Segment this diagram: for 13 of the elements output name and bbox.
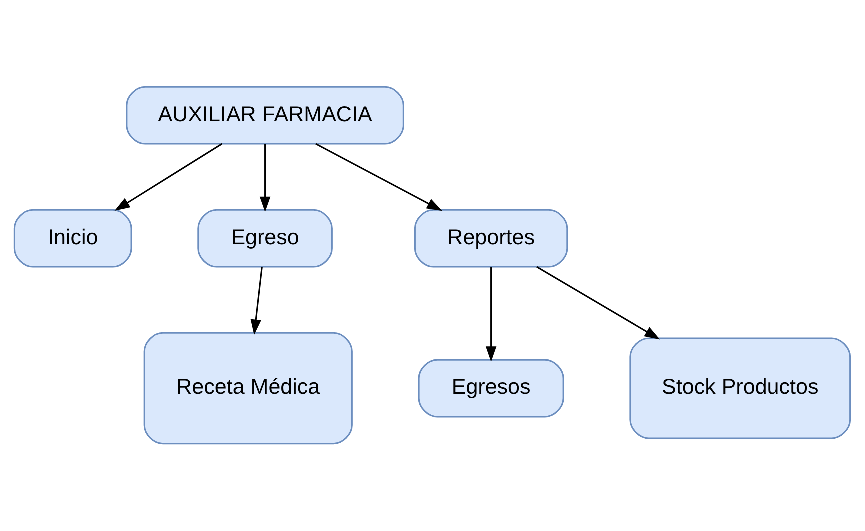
arrow (486, 267, 497, 362)
node-box: Inicio (14, 209, 132, 268)
node-box: Stock Productos (630, 338, 852, 440)
arrow (260, 144, 271, 212)
node-box: AUXILIAR FARMACIA (126, 86, 404, 145)
arrow (114, 143, 223, 212)
arrow (250, 266, 263, 336)
arrow (536, 266, 660, 340)
node-box: Egresos (418, 359, 564, 418)
node-box: Receta Médica (144, 332, 353, 445)
node-box: Reportes (414, 209, 568, 268)
arrow (316, 143, 442, 212)
node-box: Egreso (198, 209, 333, 268)
